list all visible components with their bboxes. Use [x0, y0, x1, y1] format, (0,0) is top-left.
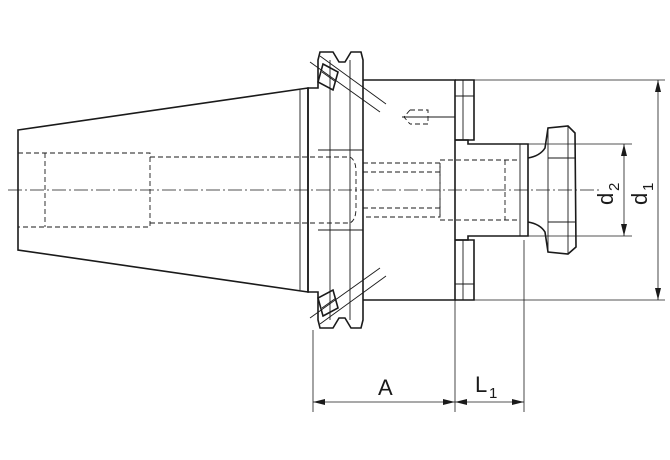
dimension-d1-subscript: 1 [640, 183, 657, 191]
dimension-d1-label: d [627, 193, 652, 205]
dimension-d2-label: d [593, 193, 618, 205]
holder-body [363, 79, 520, 301]
dimension-d1: d 1 [474, 79, 665, 301]
clamping-screw-head [527, 125, 577, 255]
dimension-L1-subscript: 1 [489, 385, 497, 402]
dimension-A: A [312, 300, 456, 412]
dimension-d2-subscript: 2 [606, 183, 623, 191]
dimension-L1: L 1 [455, 240, 525, 412]
dimension-d2: d 2 [528, 143, 632, 237]
taper-shank [17, 87, 318, 293]
dimension-L1-label: L [475, 372, 487, 397]
flange [307, 51, 387, 329]
dimension-A-label: A [378, 375, 393, 400]
pilot-arbor [455, 139, 529, 241]
